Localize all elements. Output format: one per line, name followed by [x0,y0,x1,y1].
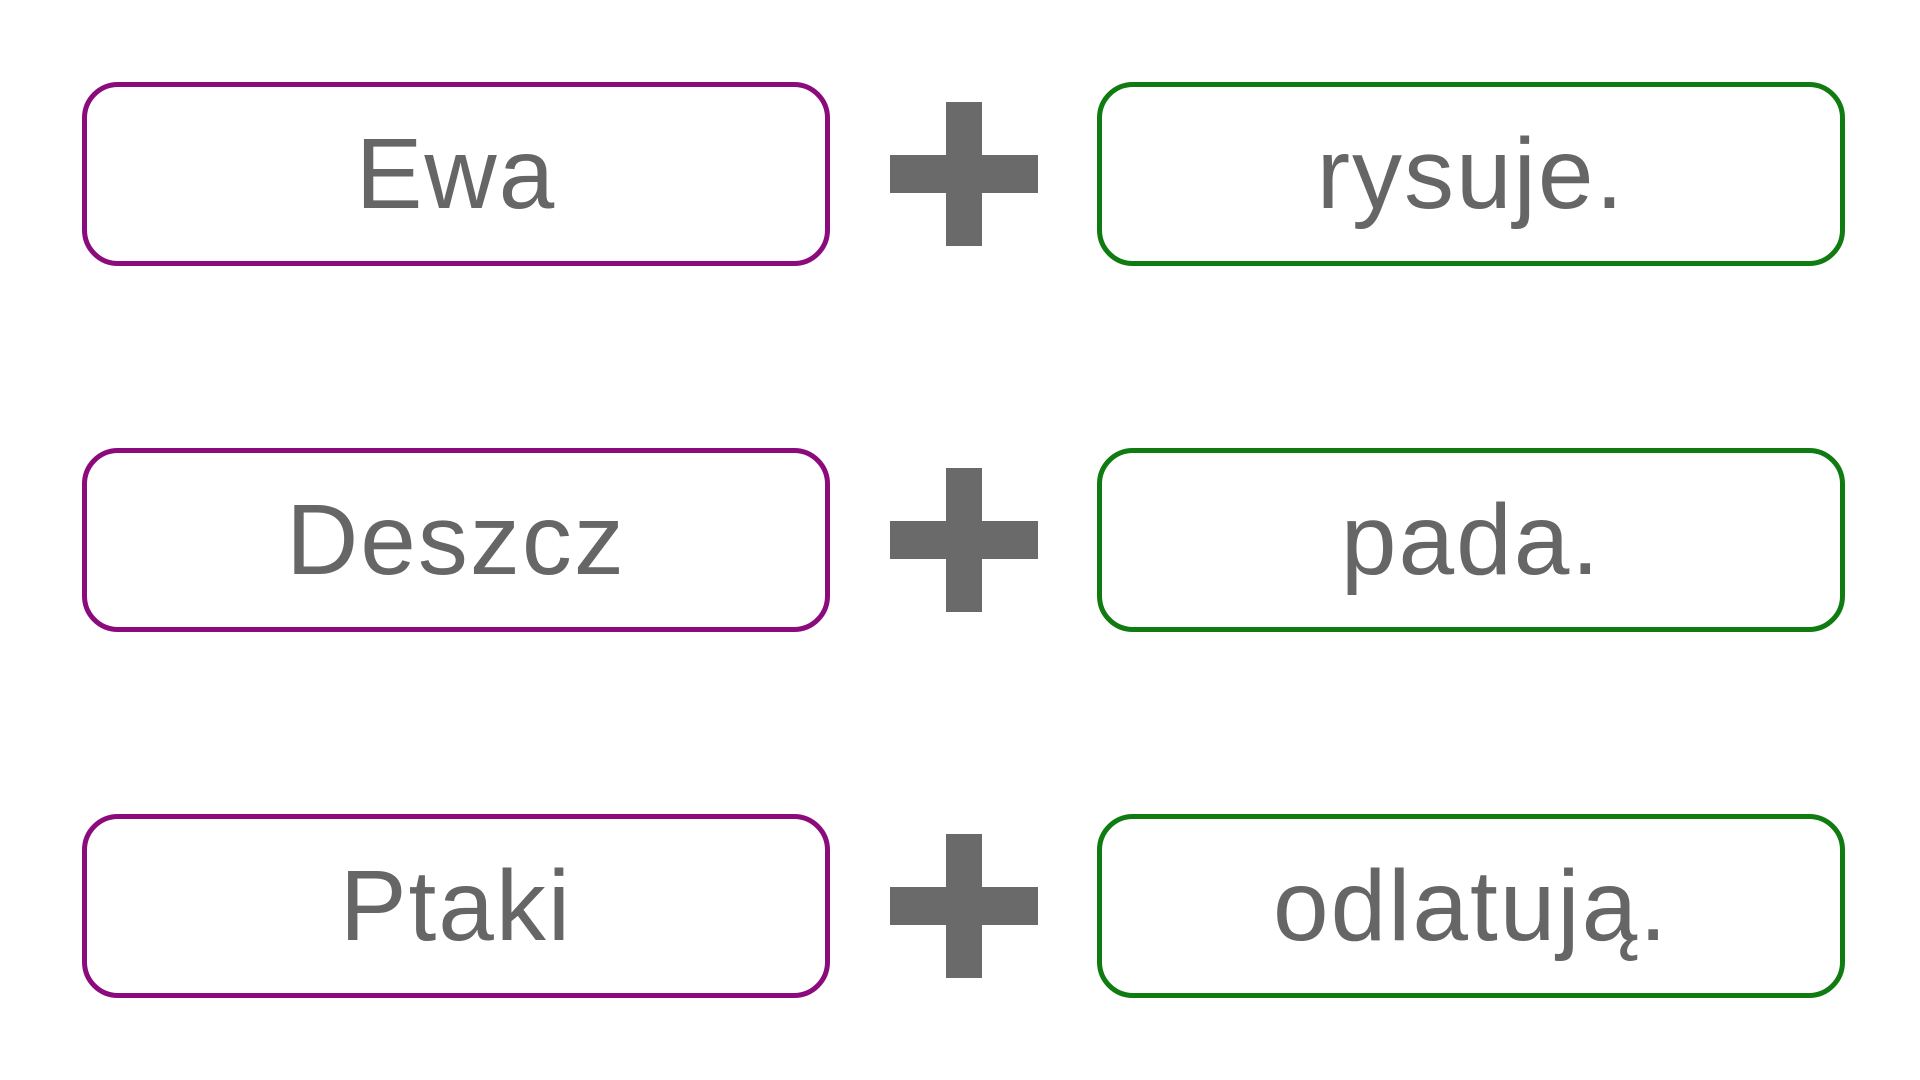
predicate-text: rysuje. [1316,117,1626,230]
subject-box: Deszcz [82,448,830,632]
plus-icon-horizontal-bar [890,887,1038,925]
plus-icon-horizontal-bar [890,521,1038,559]
plus-icon [890,102,1038,246]
predicate-box: rysuje. [1097,82,1845,266]
sentence-row: Ewa rysuje. [0,82,1920,272]
plus-icon-horizontal-bar [890,155,1038,193]
predicate-box: odlatują. [1097,814,1845,998]
subject-text: Ewa [355,117,557,230]
sentence-row: Deszcz pada. [0,448,1920,638]
predicate-text: odlatują. [1272,849,1670,962]
subject-box: Ewa [82,82,830,266]
subject-text: Ptaki [339,849,573,962]
subject-box: Ptaki [82,814,830,998]
predicate-box: pada. [1097,448,1845,632]
sentence-row: Ptaki odlatują. [0,814,1920,1004]
predicate-text: pada. [1340,483,1602,596]
plus-icon [890,834,1038,978]
subject-text: Deszcz [286,483,626,596]
plus-icon [890,468,1038,612]
